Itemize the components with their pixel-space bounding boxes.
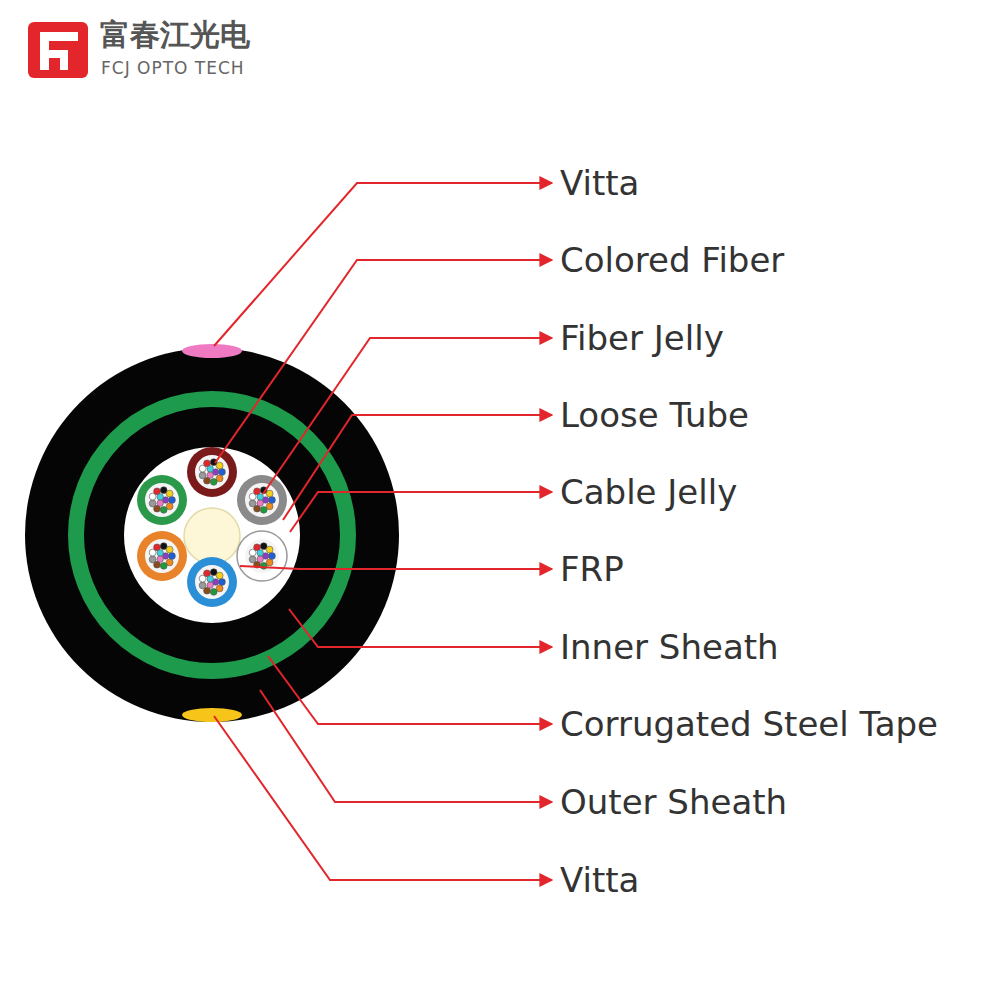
corrugated-steel-tape [76,399,348,671]
part-label: Fiber Jelly [560,321,724,355]
loose-tube [237,531,287,581]
leader-line [240,566,552,569]
loose-tube [187,557,237,607]
frp-core [184,508,240,564]
logo-mark [28,22,88,78]
leader-line [290,492,552,532]
vitta-stripe [182,708,242,722]
part-label: Colored Fiber [560,243,784,277]
loose-tube [237,475,287,525]
leader-line [283,415,552,520]
loose-tube [137,531,187,581]
leader-lines [214,183,552,880]
part-label: Outer Sheath [560,785,787,819]
leader-line [214,183,552,346]
part-label: Inner Sheath [560,630,779,664]
part-label: Cable Jelly [560,475,737,509]
part-label: Vitta [560,166,639,200]
loose-tube [137,475,187,525]
cable-jelly [124,447,300,623]
outer-sheath [25,348,399,722]
leader-line [289,609,552,647]
leader-line [215,260,552,463]
part-label: FRP [560,552,624,586]
leader-line [260,690,552,802]
part-label: Corrugated Steel Tape [560,707,938,741]
brand-name: 富春江光电 [100,20,250,50]
cable-cross-section [25,344,399,722]
part-label: Loose Tube [560,398,749,432]
leader-line [214,716,552,880]
leader-line [268,656,552,724]
loose-tube [187,447,237,497]
vitta-stripe [182,344,242,358]
part-label: Vitta [560,863,639,897]
brand-subtitle: FCJ OPTO TECH [101,60,245,77]
